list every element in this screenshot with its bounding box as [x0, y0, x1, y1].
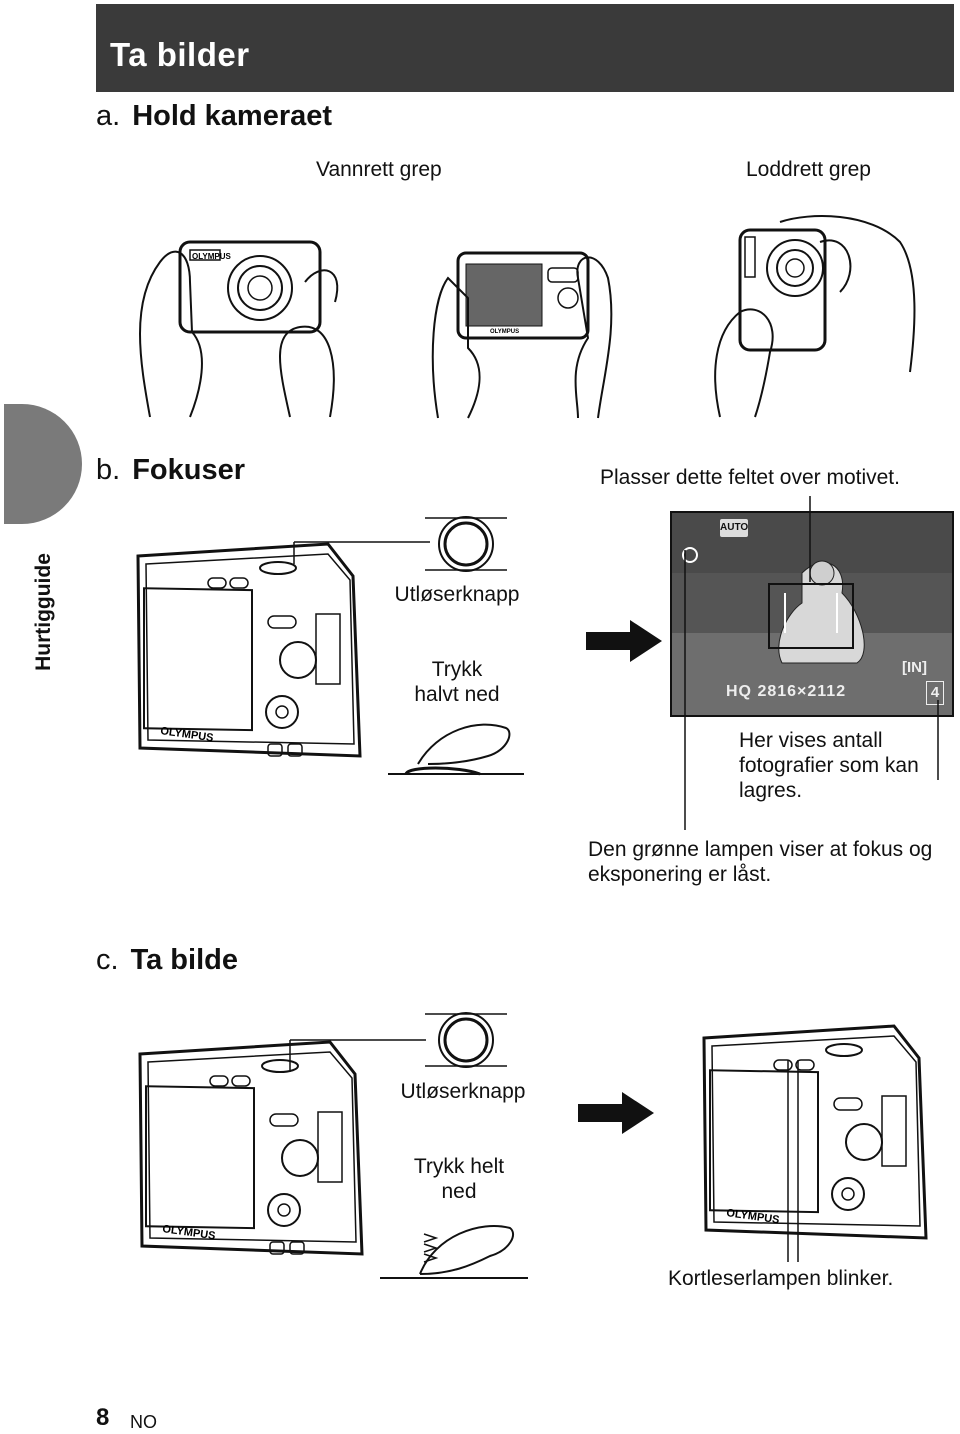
section-b-title: Fokuser — [132, 454, 246, 486]
shutter-button-label-b: Utløserknapp — [394, 583, 520, 606]
af-target-frame — [768, 583, 854, 649]
section-b-heading: b. Fokuser — [96, 454, 245, 487]
arrow-right-icon-c — [578, 1092, 654, 1134]
mode-indicator: AUTO — [720, 519, 748, 537]
camera-back-illustration-c-result: OLYMPUS — [702, 1024, 928, 1240]
arrow-right-icon-b — [586, 620, 662, 662]
shutter-button-icon — [425, 516, 507, 572]
section-c-title: Ta bilde — [130, 944, 238, 976]
finger-half-press-icon — [388, 723, 524, 776]
press-full-label: Trykk helt ned — [413, 1155, 505, 1203]
section-a-letter: a. — [96, 100, 121, 132]
section-header-bar — [96, 4, 954, 92]
shots-remaining-note: Her vises antall fotografier som kan lag… — [739, 729, 919, 802]
grip-back-illustration: OLYMPUS — [431, 251, 613, 419]
page-language: NO — [130, 1412, 157, 1432]
camera-back-illustration-b: OLYMPUS — [136, 541, 430, 758]
shutter-button-icon-c — [425, 1012, 507, 1068]
press-half-label: Trykk halvt ned — [414, 658, 500, 706]
finger-full-press-icon — [380, 1225, 528, 1279]
vertical-grip-label: Loddrett grep — [746, 158, 871, 181]
horizontal-grip-label: Vannrett grep — [316, 158, 442, 181]
page-title: Ta bilder — [110, 36, 250, 73]
page-number: 8 — [96, 1404, 110, 1431]
camera-back-illustration-c: OLYMPUS — [138, 1040, 364, 1256]
lcd-screen: AUTO HQ 2816×2112 [IN] 4 — [670, 511, 954, 717]
section-a-title: Hold kameraet — [132, 100, 333, 132]
section-c-letter: c. — [96, 944, 119, 976]
quality-indicator: HQ 2816×2112 — [726, 683, 847, 700]
memory-indicator-value: IN — [907, 659, 922, 676]
focus-field-note: Plasser dette feltet over motivet. — [600, 466, 900, 489]
card-lamp-note: Kortleserlampen blinker. — [668, 1267, 894, 1290]
grip-vertical-illustration — [714, 215, 916, 418]
focus-lamp-indicator — [682, 547, 698, 563]
brand-logo-small: OLYMPUS — [192, 252, 231, 261]
shutter-button-label-c: Utløserknapp — [400, 1080, 526, 1103]
focus-lamp-note: Den grønne lampen viser at fokus og eksp… — [588, 838, 933, 886]
grip-front-illustration: OLYMPUS — [139, 240, 339, 418]
svg-text:OLYMPUS: OLYMPUS — [490, 329, 519, 335]
memory-indicator: [IN] — [902, 659, 927, 676]
shots-remaining-indicator: 4 — [926, 681, 944, 705]
af-target-brackets — [784, 593, 838, 633]
section-b-letter: b. — [96, 454, 121, 486]
section-a-heading: a. Hold kameraet — [96, 100, 332, 133]
section-c-heading: c. Ta bilde — [96, 944, 238, 977]
